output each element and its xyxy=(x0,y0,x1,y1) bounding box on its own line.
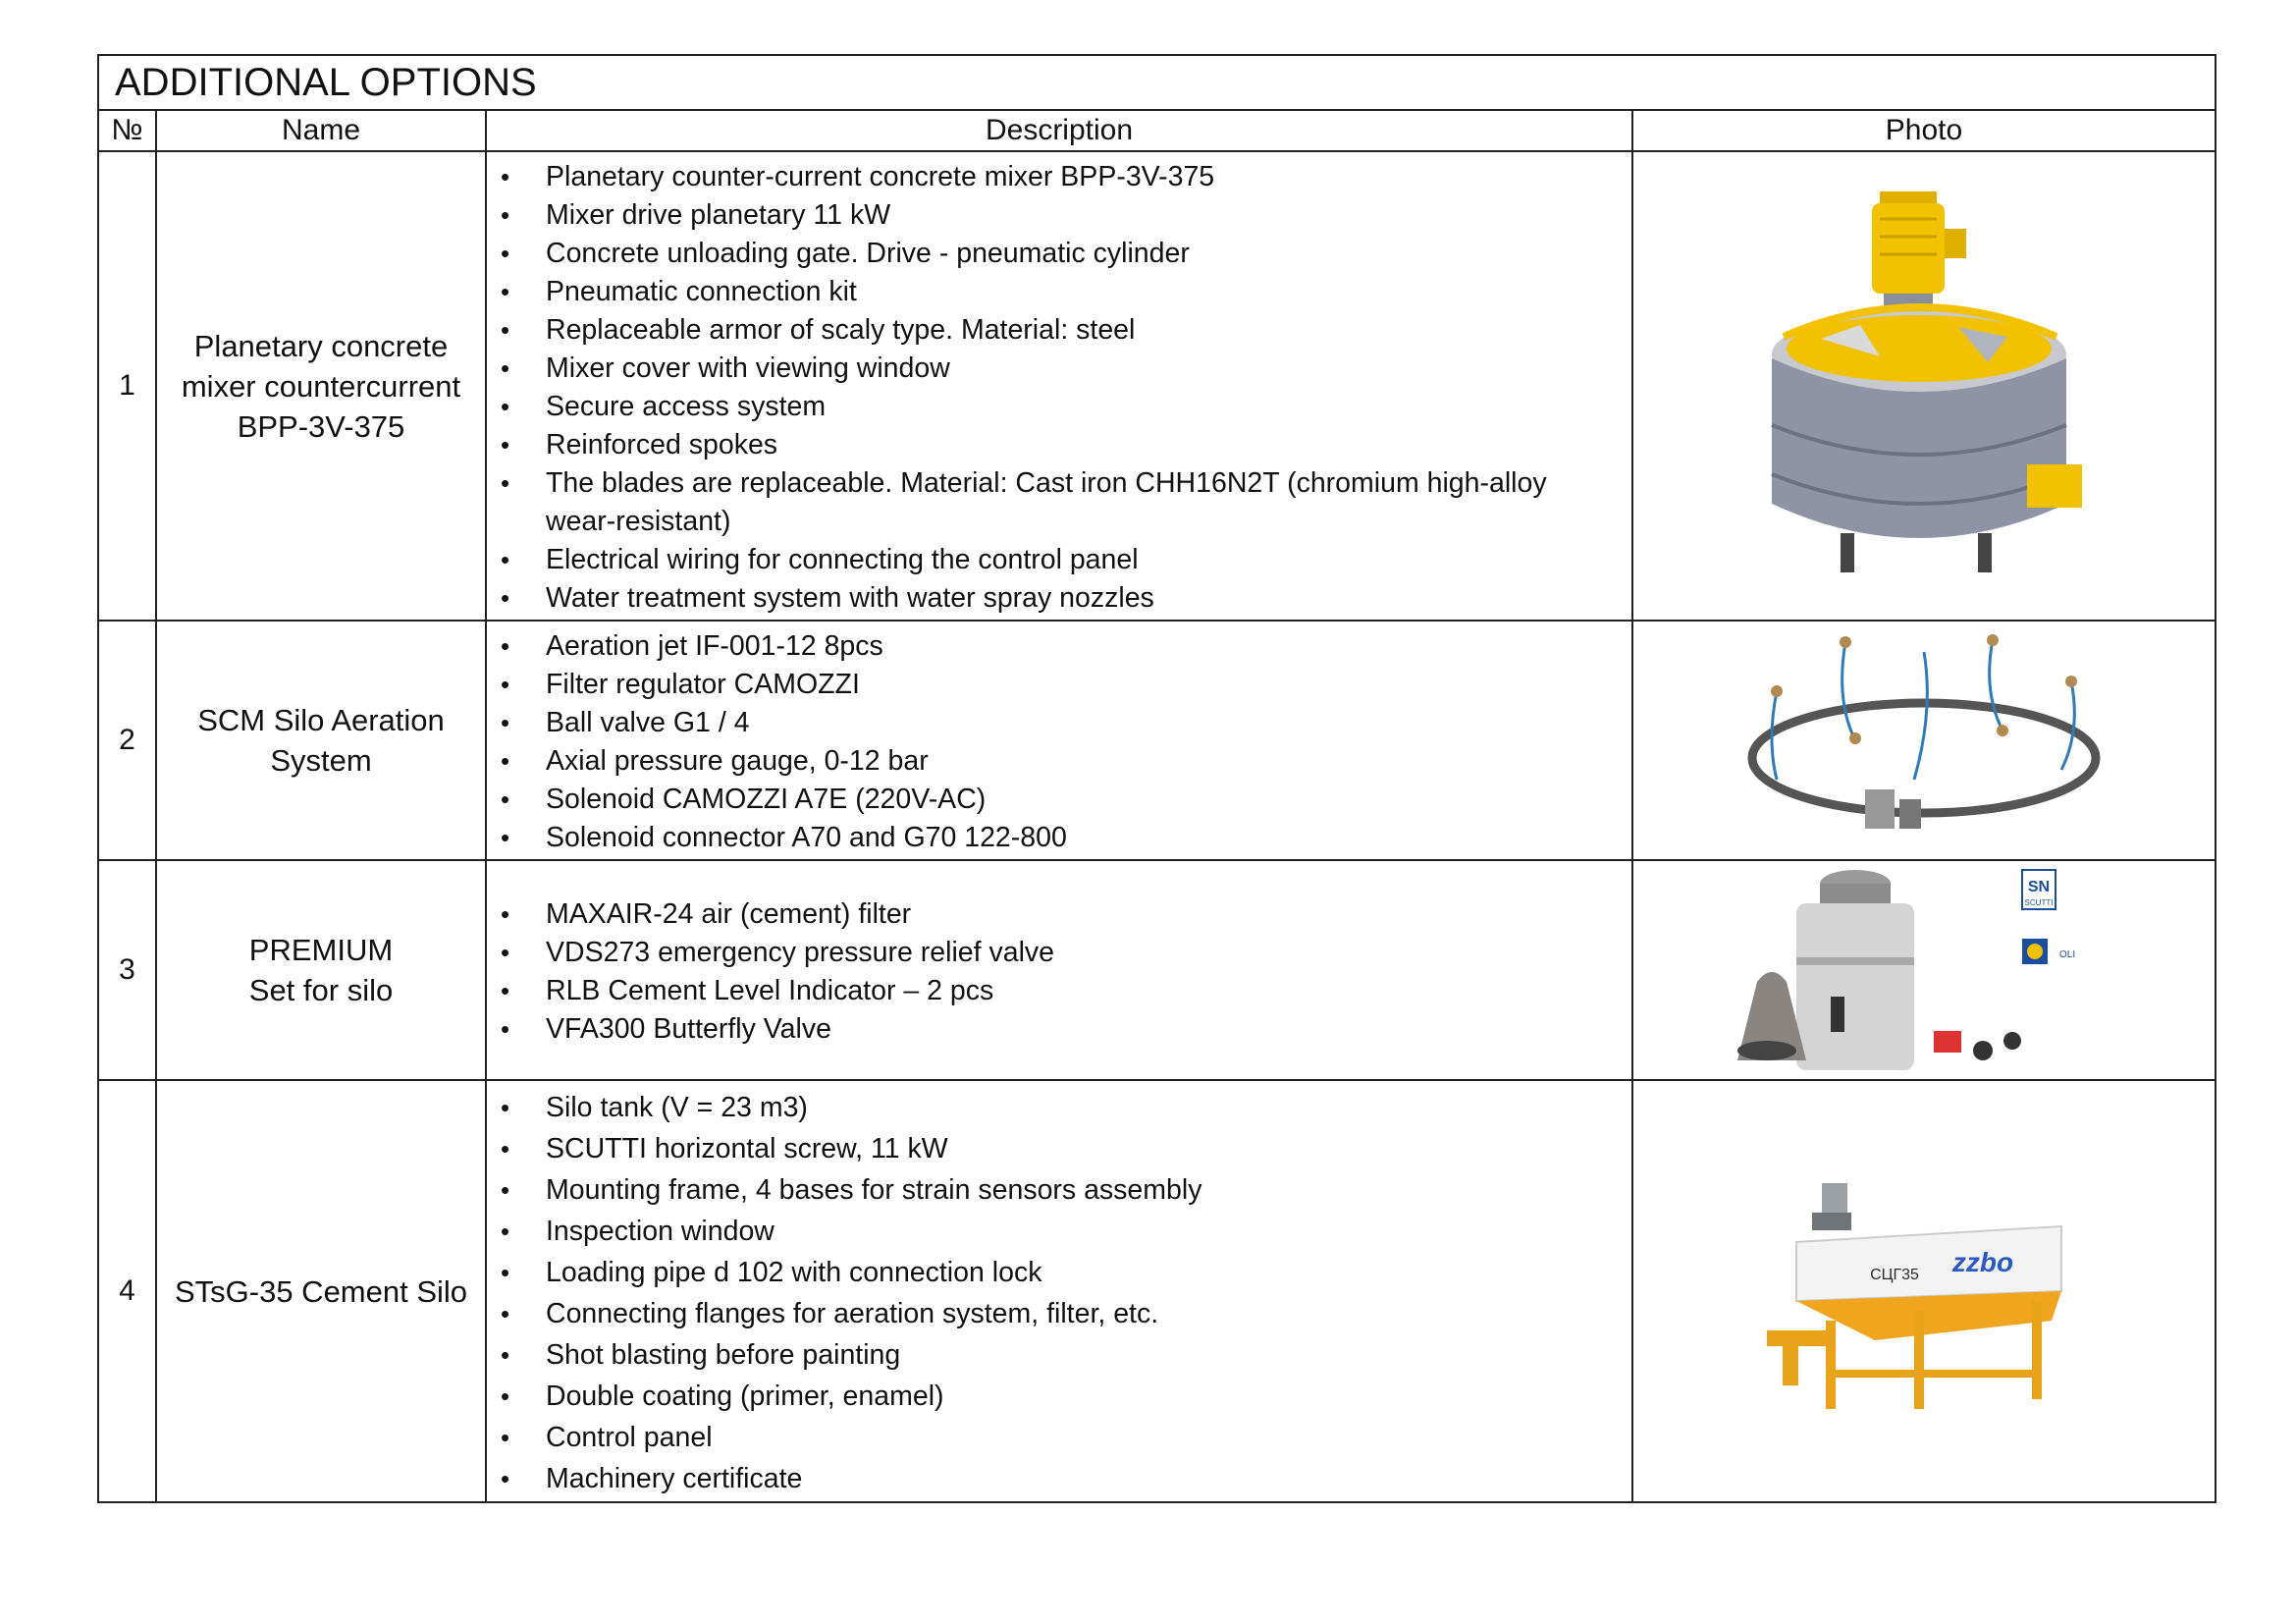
column-header-description: Description xyxy=(485,109,1633,152)
list-item: Silo tank (V = 23 m3) xyxy=(487,1087,1622,1128)
list-item: Mounting frame, 4 bases for strain senso… xyxy=(487,1169,1622,1211)
option-description: Silo tank (V = 23 m3) SCUTTI horizontal … xyxy=(485,1079,1633,1503)
option-name-line: PREMIUM xyxy=(248,933,394,967)
list-item: VFA300 Butterfly Valve xyxy=(487,1010,1622,1049)
list-item: Axial pressure gauge, 0-12 bar xyxy=(487,742,1622,781)
list-item: Aeration jet IF-001-12 8pcs xyxy=(487,627,1622,666)
option-name: PREMIUM Set for silo xyxy=(155,859,487,1081)
list-item: Mixer drive planetary 11 kW xyxy=(487,196,1622,235)
list-item: VDS273 emergency pressure relief valve xyxy=(487,934,1622,972)
scutti-logo-subtext: SCUTTI xyxy=(2025,898,2054,907)
list-item: Secure access system xyxy=(487,388,1622,426)
silo-model-text: СЦГ35 xyxy=(1870,1267,1919,1283)
option-description: MAXAIR-24 air (cement) filter VDS273 eme… xyxy=(485,859,1633,1081)
option-photo xyxy=(1631,150,2216,622)
column-header-name: Name xyxy=(155,109,487,152)
option-name: STsG-35 Cement Silo xyxy=(155,1079,487,1503)
option-name: SCM Silo Aeration System xyxy=(155,620,487,861)
option-name-line: SCM Silo Aeration xyxy=(197,703,445,737)
list-item: Ball valve G1 / 4 xyxy=(487,704,1622,742)
list-item: Concrete unloading gate. Drive - pneumat… xyxy=(487,235,1622,273)
option-description: Planetary counter-current concrete mixer… xyxy=(485,150,1633,622)
list-item: Planetary counter-current concrete mixer… xyxy=(487,158,1622,196)
option-description: Aeration jet IF-001-12 8pcs Filter regul… xyxy=(485,620,1633,861)
table-row: 4 STsG-35 Cement Silo Silo tank (V = 23 … xyxy=(97,1079,2216,1503)
option-photo: SN SCUTTI OLI xyxy=(1631,859,2216,1081)
table-row: 1 Planetary concrete mixer countercurren… xyxy=(97,150,2216,622)
options-sheet: ADDITIONAL OPTIONS № Name Description Ph… xyxy=(97,54,2216,1503)
list-item: Machinery certificate xyxy=(487,1458,1622,1499)
list-item: Double coating (primer, enamel) xyxy=(487,1376,1622,1417)
scutti-logo-text: SN xyxy=(2028,879,2050,895)
row-number: 2 xyxy=(97,620,157,861)
row-number: 3 xyxy=(97,859,157,1081)
premium-silo-set-image: SN SCUTTI OLI xyxy=(1737,869,2075,1070)
option-name-line: Set for silo xyxy=(248,973,394,1007)
list-item: Reinforced spokes xyxy=(487,426,1622,464)
list-item: Filter regulator CAMOZZI xyxy=(487,666,1622,704)
list-item: Control panel xyxy=(487,1417,1622,1458)
option-name-line: BPP-3V-375 xyxy=(237,408,405,444)
option-photo xyxy=(1631,620,2216,861)
column-header-photo: Photo xyxy=(1631,109,2216,152)
list-item: Loading pipe d 102 with connection lock xyxy=(487,1252,1622,1293)
row-number: 1 xyxy=(97,150,157,622)
list-item: Water treatment system with water spray … xyxy=(487,579,1622,618)
table-title: ADDITIONAL OPTIONS xyxy=(97,54,2216,111)
list-item: Connecting flanges for aeration system, … xyxy=(487,1293,1622,1334)
list-item: MAXAIR-24 air (cement) filter xyxy=(487,895,1622,934)
option-name-line: Planetary concrete xyxy=(193,328,449,363)
description-list: Planetary counter-current concrete mixer… xyxy=(487,158,1622,618)
list-item: Solenoid CAMOZZI A7E (220V-AC) xyxy=(487,781,1622,819)
list-item: Shot blasting before painting xyxy=(487,1334,1622,1376)
description-list: Aeration jet IF-001-12 8pcs Filter regul… xyxy=(487,627,1622,857)
row-number: 4 xyxy=(97,1079,157,1503)
list-item: RLB Cement Level Indicator – 2 pcs xyxy=(487,972,1622,1010)
option-name-line: STsG-35 Cement Silo xyxy=(174,1273,468,1309)
table-header-row: № Name Description Photo xyxy=(97,109,2216,152)
cement-silo-image: zzbo СЦГ35 xyxy=(1767,1183,2062,1409)
option-photo: zzbo СЦГ35 xyxy=(1631,1079,2216,1503)
list-item: Inspection window xyxy=(487,1211,1622,1252)
table-row: 2 SCM Silo Aeration System Aeration jet … xyxy=(97,620,2216,861)
option-name: Planetary concrete mixer countercurrent … xyxy=(155,150,487,622)
description-list: MAXAIR-24 air (cement) filter VDS273 eme… xyxy=(487,895,1622,1049)
list-item: Electrical wiring for connecting the con… xyxy=(487,541,1622,579)
option-name-line: mixer countercurrent xyxy=(181,368,461,404)
list-item: Mixer cover with viewing window xyxy=(487,350,1622,388)
list-item: Solenoid connector A70 and G70 122-800 xyxy=(487,819,1622,857)
list-item: The blades are replaceable. Material: Ca… xyxy=(487,464,1622,541)
additional-options-table: ADDITIONAL OPTIONS № Name Description Ph… xyxy=(97,54,2216,1503)
list-item: Replaceable armor of scaly type. Materia… xyxy=(487,311,1622,350)
planetary-mixer-image xyxy=(1771,191,2082,572)
description-list: Silo tank (V = 23 m3) SCUTTI horizontal … xyxy=(487,1087,1622,1499)
option-name-line: System xyxy=(270,743,372,778)
column-header-number: № xyxy=(97,109,157,152)
zzbo-brand-text: zzbo xyxy=(1951,1247,2013,1277)
list-item: Pneumatic connection kit xyxy=(487,273,1622,311)
aeration-ring-image xyxy=(1747,634,2101,829)
table-row: 3 PREMIUM Set for silo MAXAIR-24 air (ce… xyxy=(97,859,2216,1081)
oli-logo-text: OLI xyxy=(2059,949,2075,960)
list-item: SCUTTI horizontal screw, 11 kW xyxy=(487,1128,1622,1169)
